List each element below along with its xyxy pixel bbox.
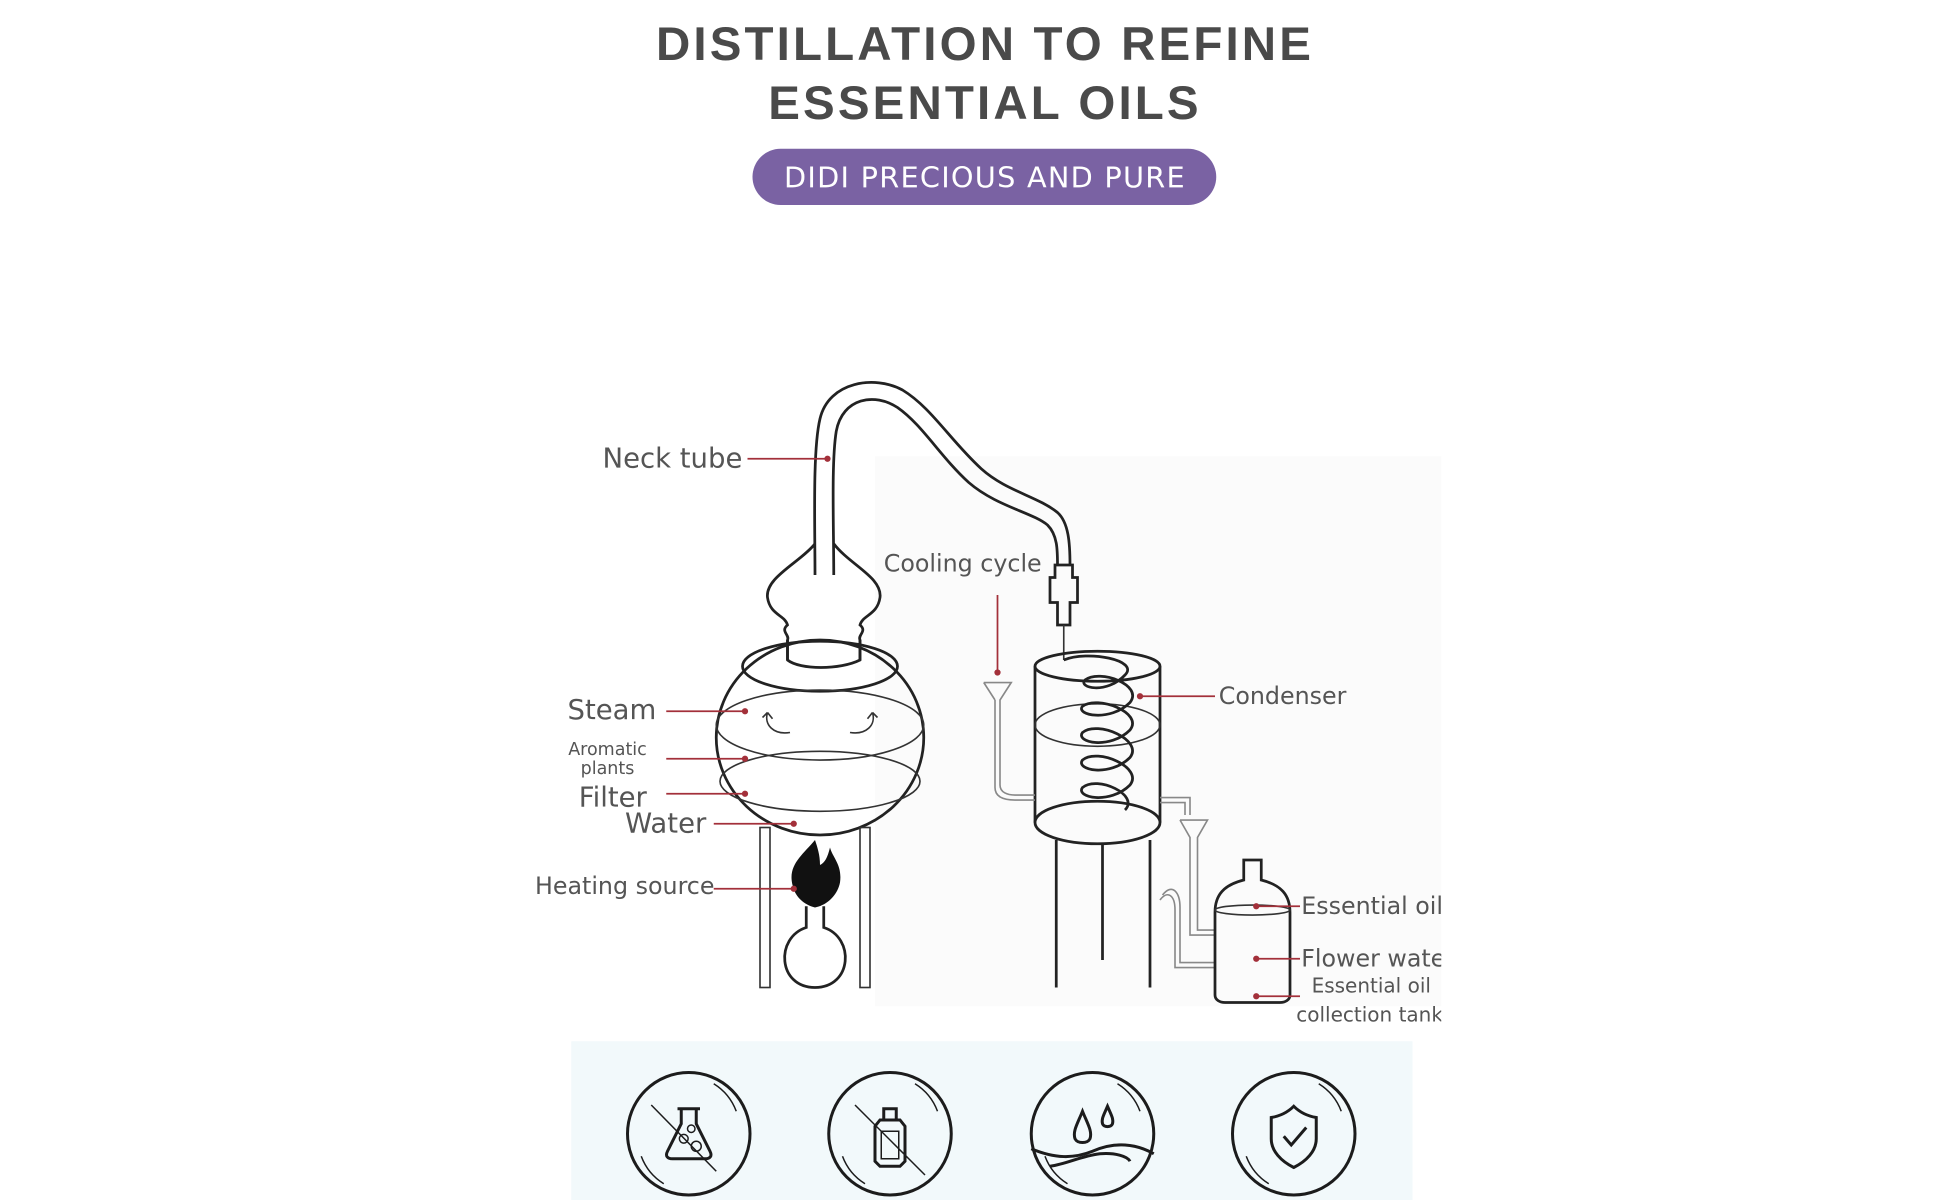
- neck-tube: [813, 381, 1072, 576]
- heating-burner: [783, 840, 847, 989]
- no-fragrance-bottle-icon: [827, 1071, 953, 1197]
- leader-lines: [666, 455, 1300, 1000]
- brand-badge: DIDI PRECIOUS AND PURE: [752, 148, 1217, 205]
- label-tank-1: Essential oil: [1312, 974, 1431, 998]
- label-steam: Steam: [568, 694, 657, 726]
- outflow-pipe: [1159, 796, 1215, 969]
- no-chemicals-flask-icon: [626, 1071, 752, 1197]
- page-title-line1: DISTILLATION TO REFINE: [656, 18, 1314, 71]
- pot-stand: [759, 826, 871, 989]
- water-drops-icon: [1029, 1071, 1156, 1197]
- brand-badge-text: DIDI PRECIOUS AND PURE: [784, 161, 1186, 195]
- still-pot: [714, 638, 926, 837]
- label-aromatic-plants-2: plants: [581, 759, 635, 779]
- label-filter: Filter: [579, 781, 648, 813]
- label-cooling-cycle: Cooling cycle: [884, 549, 1042, 577]
- label-aromatic-plants-1: Aromatic: [568, 740, 647, 760]
- page-title-line2: ESSENTIAL OILS: [768, 77, 1201, 130]
- condenser: [1033, 649, 1162, 988]
- shield-check-icon: [1231, 1071, 1357, 1197]
- label-condenser: Condenser: [1219, 682, 1347, 710]
- label-flower-water: Flower water: [1301, 944, 1455, 972]
- label-neck-tube: Neck tube: [603, 443, 743, 475]
- cooling-inlet-funnel: [983, 681, 1035, 801]
- collection-tank: [1213, 858, 1292, 1004]
- tube-connector: [1048, 563, 1079, 627]
- distillation-diagram: Neck tube Cooling cycle Condenser Steam …: [535, 381, 1455, 1026]
- label-essential-oil: Essential oil: [1301, 892, 1443, 920]
- label-tank-2: collection tank: [1296, 1002, 1443, 1026]
- still-head: [766, 542, 882, 660]
- label-heating-source: Heating source: [535, 872, 714, 900]
- label-water: Water: [625, 808, 707, 840]
